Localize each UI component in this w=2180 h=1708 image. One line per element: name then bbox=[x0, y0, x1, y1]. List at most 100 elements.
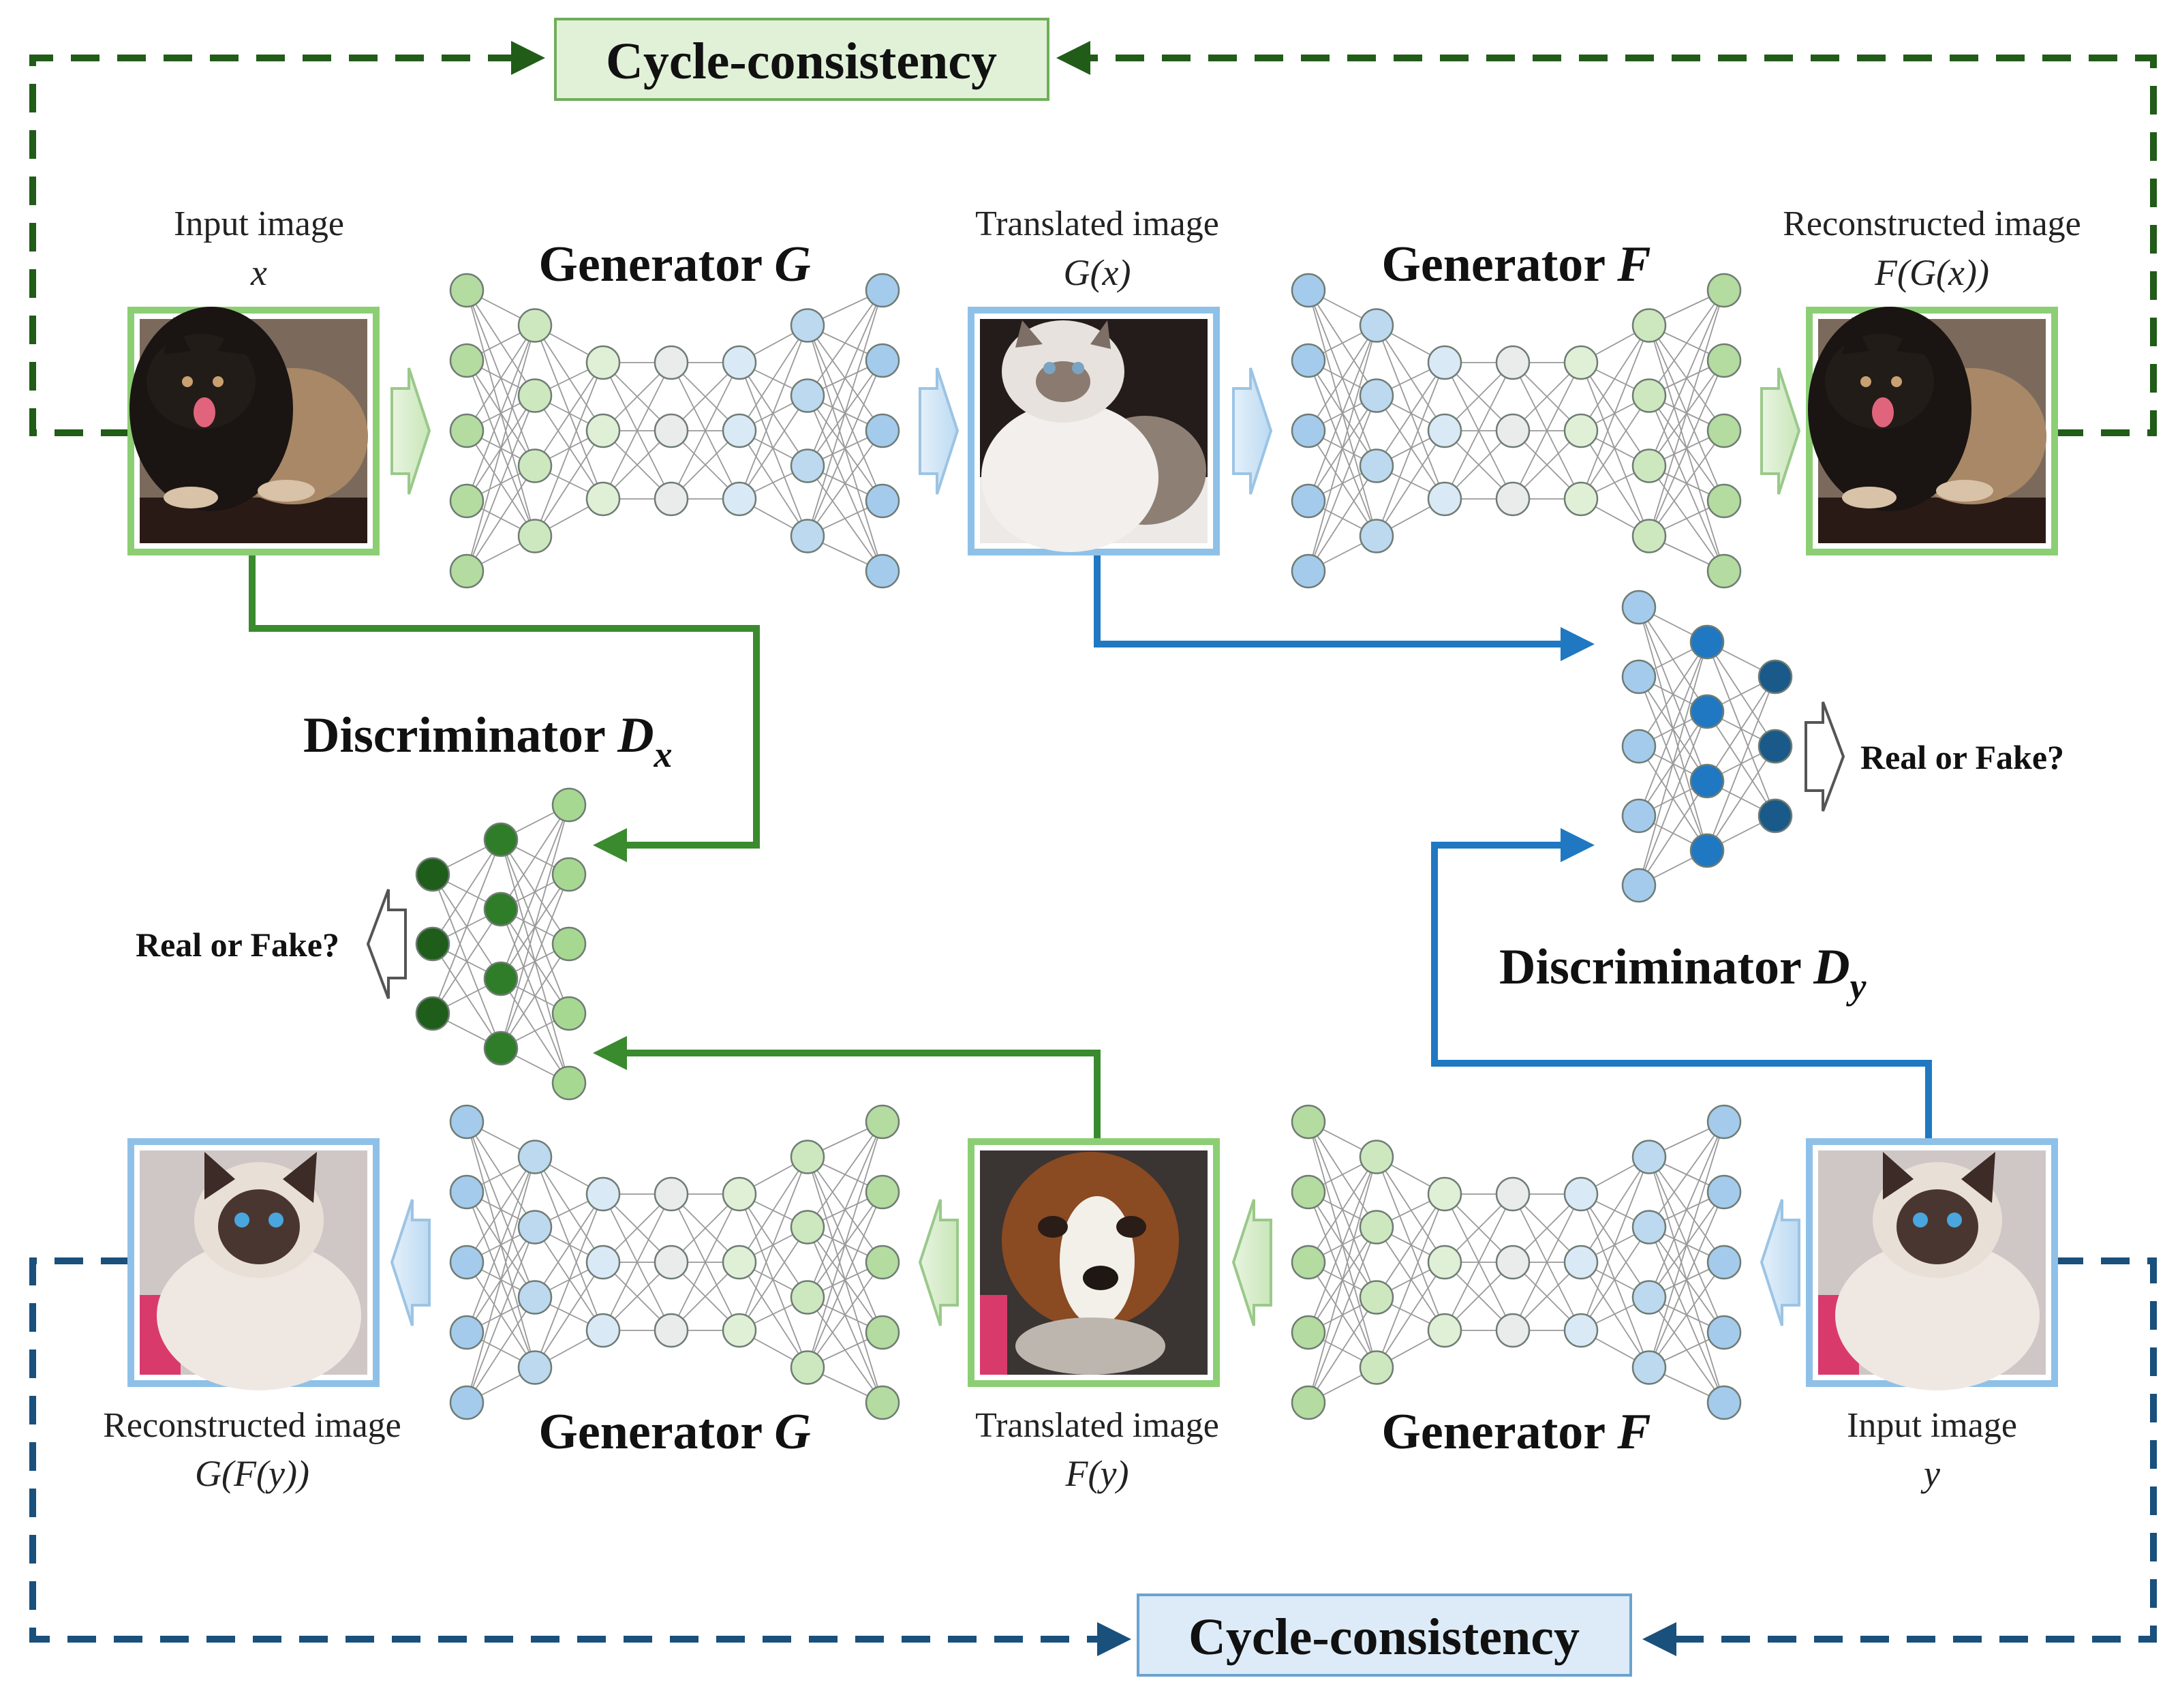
network-edge bbox=[500, 839, 570, 1084]
disc-x-output-label: Real or Fake? bbox=[136, 926, 339, 964]
network-node bbox=[449, 413, 485, 448]
network-node bbox=[517, 448, 553, 483]
network-edge bbox=[1376, 395, 1445, 500]
generator-g-bottom-network bbox=[449, 1104, 900, 1420]
network-edge bbox=[534, 362, 604, 466]
disc-y-output-label: Real or Fake? bbox=[1860, 738, 2064, 776]
network-edge bbox=[466, 395, 536, 572]
network-edge bbox=[1706, 746, 1776, 851]
network-node bbox=[865, 343, 900, 378]
network-node bbox=[585, 481, 621, 517]
network-node bbox=[483, 1031, 519, 1066]
generator-f-top-title: Generator F bbox=[1381, 237, 1651, 292]
network-node bbox=[1359, 1280, 1394, 1315]
network-node bbox=[1291, 1174, 1326, 1210]
network-edge bbox=[1648, 430, 1725, 537]
network-node bbox=[585, 1176, 621, 1212]
network-node bbox=[551, 926, 587, 962]
translated-image-fy bbox=[968, 1138, 1220, 1387]
network-node bbox=[449, 483, 485, 519]
reconstructed-image-gfy bbox=[127, 1138, 380, 1390]
network-edge bbox=[500, 839, 570, 1014]
network-edge bbox=[739, 1157, 808, 1331]
generator-f-bottom-network bbox=[1291, 1104, 1742, 1420]
generator-g-top-title: Generator G bbox=[538, 237, 810, 292]
network-node bbox=[722, 413, 757, 448]
network-node bbox=[1495, 1176, 1531, 1212]
network-edge bbox=[466, 466, 536, 572]
input-y-label: Input image bbox=[1847, 1406, 2017, 1445]
network-node bbox=[1427, 1176, 1462, 1212]
network-edge bbox=[1638, 641, 1708, 886]
network-node bbox=[1495, 413, 1531, 448]
network-node bbox=[1631, 308, 1667, 343]
network-edge bbox=[1376, 1262, 1445, 1368]
network-edge bbox=[602, 1193, 672, 1331]
network-edge bbox=[807, 290, 883, 397]
network-node bbox=[790, 1210, 825, 1245]
cat-photo-icon bbox=[1818, 1150, 2046, 1390]
network-edge bbox=[1308, 466, 1377, 572]
discriminator-labels: Discriminator Dx Discriminator Dy Real o… bbox=[136, 707, 2064, 1007]
network-edge bbox=[466, 1157, 536, 1403]
network-node bbox=[1359, 519, 1394, 553]
network-node bbox=[483, 891, 519, 927]
network-node bbox=[585, 345, 621, 380]
network-edge bbox=[500, 909, 570, 1084]
network-node bbox=[415, 926, 450, 962]
network-node bbox=[449, 1104, 485, 1140]
reconstructed-fgx-label: Reconstructed image bbox=[1783, 204, 2081, 243]
network-edge bbox=[1648, 290, 1725, 466]
network-edge bbox=[534, 430, 604, 536]
network-node bbox=[1291, 273, 1326, 308]
network-node bbox=[790, 1350, 825, 1385]
network-edge bbox=[534, 1193, 604, 1368]
network-node bbox=[483, 822, 519, 857]
generator-g-bottom-title: Generator G bbox=[538, 1404, 810, 1460]
network-node bbox=[1495, 345, 1531, 380]
network-node bbox=[585, 1313, 621, 1348]
network-node bbox=[1495, 1313, 1531, 1348]
network-node bbox=[654, 1313, 689, 1348]
network-node bbox=[1706, 1315, 1742, 1350]
network-node bbox=[1689, 833, 1725, 868]
network-node bbox=[449, 343, 485, 378]
network-node bbox=[1563, 1245, 1599, 1280]
network-edge bbox=[807, 430, 883, 537]
reconstructed-fgx-var: F(G(x)) bbox=[1874, 252, 1989, 293]
network-node bbox=[517, 1210, 553, 1245]
network-node bbox=[654, 345, 689, 380]
network-node bbox=[1359, 1350, 1394, 1385]
network-node bbox=[1291, 1104, 1326, 1140]
cycle-consistency-top-box: Cycle-consistency bbox=[554, 18, 1049, 101]
cycle-consistency-top-label: Cycle-consistency bbox=[606, 33, 997, 90]
cycle-top-lines bbox=[29, 41, 2157, 436]
network-node bbox=[1757, 798, 1793, 834]
network-edge bbox=[1580, 325, 1650, 431]
network-edge bbox=[807, 1121, 883, 1228]
network-node bbox=[1359, 1210, 1394, 1245]
network-node bbox=[722, 481, 757, 517]
network-node bbox=[483, 961, 519, 996]
network-node bbox=[1706, 483, 1742, 519]
network-edge bbox=[807, 1121, 883, 1298]
network-node bbox=[790, 378, 825, 413]
network-node bbox=[722, 1313, 757, 1348]
green-discriminator-lines bbox=[249, 549, 1101, 1142]
network-node bbox=[449, 553, 485, 589]
discriminator-dy-title: Discriminator Dy bbox=[1499, 939, 1867, 1007]
network-node bbox=[1621, 798, 1657, 834]
network-edge bbox=[1648, 360, 1725, 536]
network-edge bbox=[739, 362, 808, 536]
network-edge bbox=[739, 1193, 808, 1298]
network-node bbox=[1427, 413, 1462, 448]
network-node bbox=[1359, 378, 1394, 413]
network-edge bbox=[1444, 362, 1514, 500]
network-edge bbox=[534, 1157, 604, 1331]
cycle-consistency-bottom-box: Cycle-consistency bbox=[1137, 1593, 1632, 1677]
network-node bbox=[1563, 413, 1599, 448]
network-node bbox=[1427, 345, 1462, 380]
input-x-label: Input image bbox=[174, 204, 344, 243]
network-node bbox=[865, 1245, 900, 1280]
network-node bbox=[1621, 590, 1657, 625]
